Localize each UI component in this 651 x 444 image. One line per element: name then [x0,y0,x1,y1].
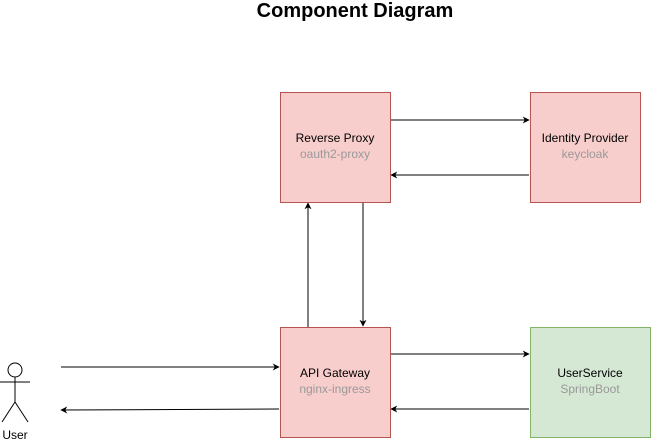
user-service-name: UserService [557,366,623,380]
api-gateway-node[interactable]: API Gateway nginx-ingress [280,327,391,438]
reverse-proxy-tech: oauth2-proxy [300,147,370,161]
user-actor-label: User [2,428,27,442]
api-gateway-name: API Gateway [300,366,370,380]
diagram-title: Component Diagram [257,0,454,22]
identity-provider-node[interactable]: Identity Provider keycloak [530,92,641,203]
reverse-proxy-box [280,92,391,203]
user-actor[interactable]: User [0,362,30,442]
user-service-tech: SpringBoot [560,382,620,396]
edges [60,116,530,414]
identity-provider-tech: keycloak [562,147,610,161]
identity-provider-name: Identity Provider [542,131,629,145]
api-gateway-box [280,327,391,438]
reverse-proxy-name: Reverse Proxy [296,131,375,145]
user-service-node[interactable]: UserService SpringBoot [530,327,651,438]
api-gateway-tech: nginx-ingress [299,382,370,396]
reverse-proxy-node[interactable]: Reverse Proxy oauth2-proxy [280,92,391,203]
stick-figure-icon [0,362,30,423]
identity-provider-box [530,92,641,203]
edge-api-gateway-to-user [60,406,280,414]
